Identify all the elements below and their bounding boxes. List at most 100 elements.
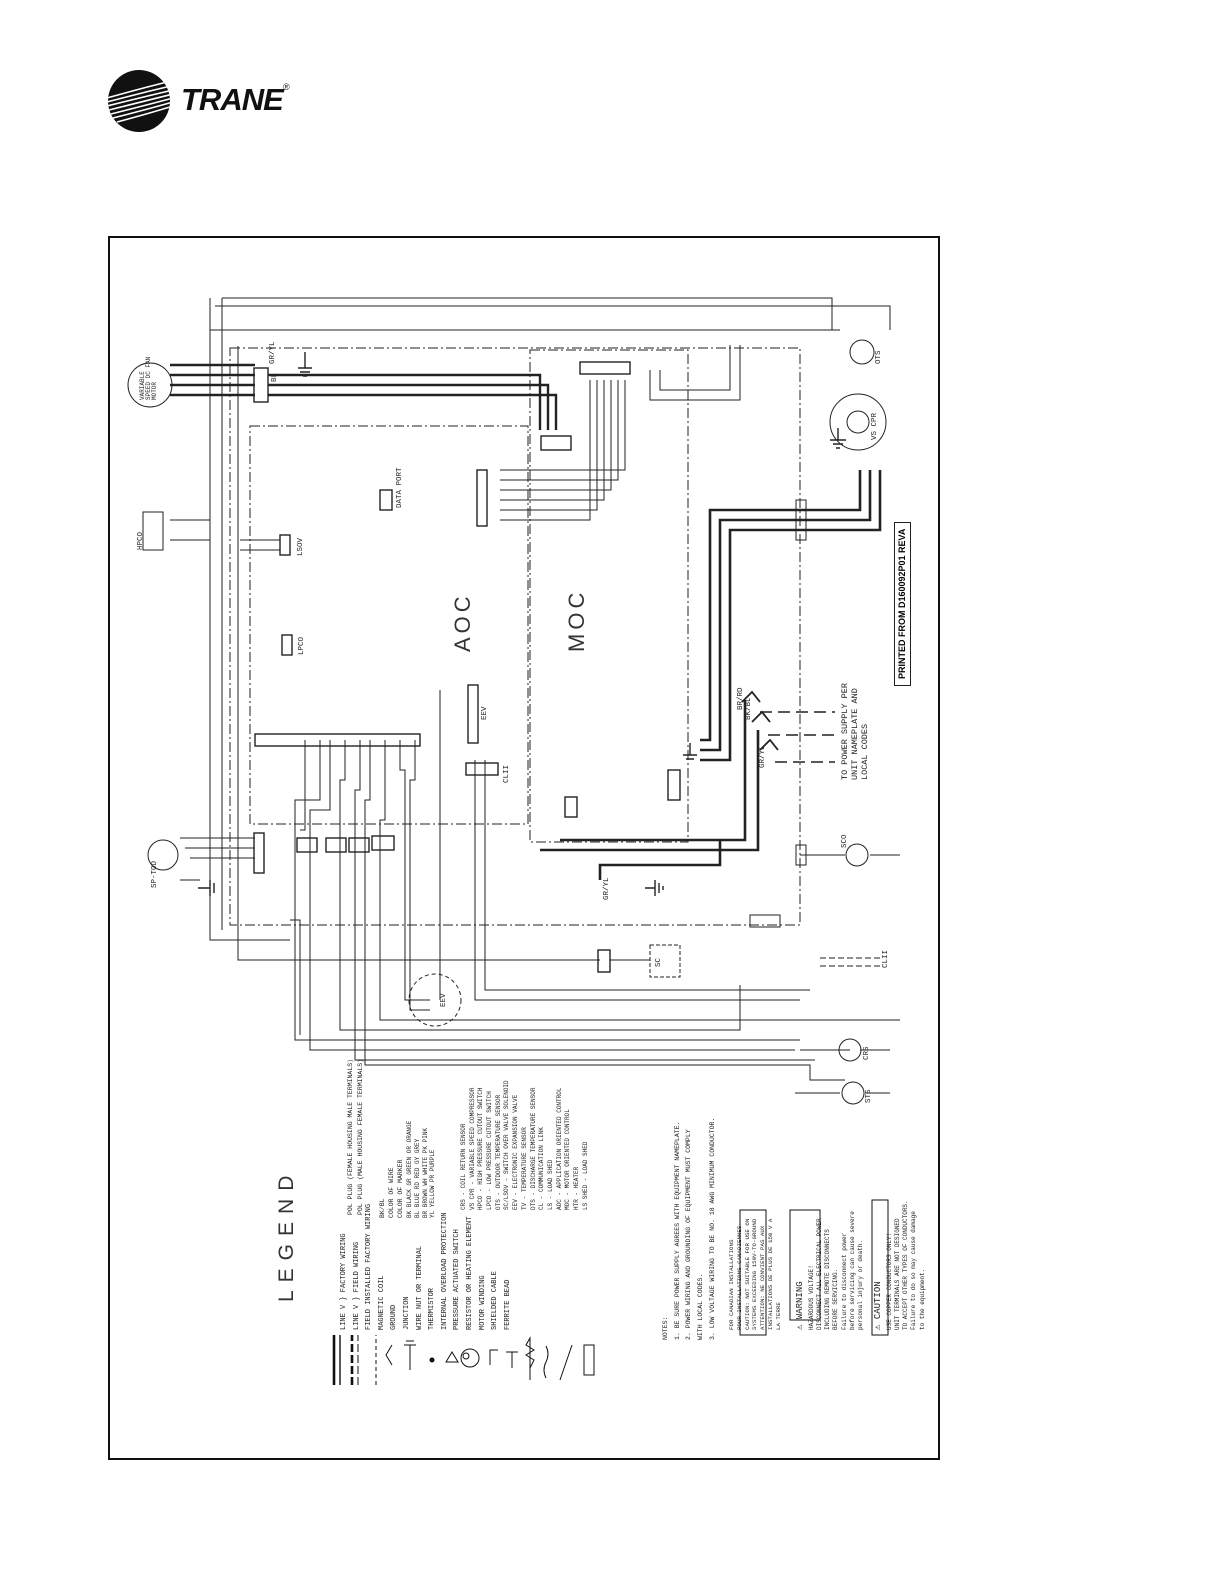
abbreviation-item: MOC - MOTOR ORIENTED CONTROL — [564, 1109, 572, 1210]
eev-coil-label: EEV — [440, 993, 448, 1007]
abbreviation-item: EEV - ELECTRONIC EXPANSION VALVE — [512, 1094, 520, 1210]
vs-cpr-label: VS CPR — [871, 412, 879, 440]
warning-title-text: WARNING — [795, 1281, 805, 1320]
sp-tod-label: SP-TOD — [151, 860, 159, 888]
warning-line: DISCONNECT ALL ELECTRICAL POWER — [816, 1218, 824, 1330]
legend-line-item: THERMISTOR — [428, 1287, 437, 1330]
canadian-note: FOR CANADIAN INSTALLATIONS POUR INSTALLA… — [728, 1219, 783, 1330]
canadian-note-line: FOR CANADIAN INSTALLATIONS — [728, 1239, 735, 1330]
abbreviation-item: LPCO - LOW PRESSURE CUTOUT SWITCH — [486, 1091, 494, 1210]
trane-logo: TRANE ® — [105, 68, 385, 134]
legend-line-item: INTERNAL OVERLOAD PROTECTION — [440, 1212, 449, 1330]
fan-motor-label: VARIABLE SPEED DC FAN MOTOR — [139, 356, 158, 400]
canadian-note-line: SYSTEMS EXCEEDING 150V-TO-GROUND — [751, 1218, 759, 1330]
legend-line-item: FERRITE BEAD — [503, 1279, 512, 1330]
warning-triangle-icon: ⚠ — [795, 1324, 805, 1330]
crs-label: CRS — [863, 1046, 871, 1060]
legend-color-code: BK/BL COLOR OF WIRE COLOR OF MARKER — [378, 1159, 405, 1218]
legend-line-item: MAGNETIC COIL — [377, 1275, 386, 1330]
fan-motor-symbol — [127, 362, 173, 408]
ots-label: OTS — [875, 350, 883, 364]
warning-line: before servicing can cause severe — [848, 1211, 856, 1330]
wire-label: BR/RD — [737, 687, 745, 710]
clii-out-label: CLII — [882, 949, 890, 968]
legend-color-code-item: COLOR OF MARKER — [397, 1159, 405, 1218]
legend-line-item: LINE V } FIELD WIRING — [352, 1241, 361, 1330]
abbreviation-item: DTS - DISCHARGE TEMPERATURE SENSOR — [529, 1087, 537, 1210]
note-item: 2. POWER WIRING AND GROUNDING OF EQUIPME… — [685, 1129, 693, 1340]
legend-color-code-item: BK/BL — [379, 1198, 386, 1218]
moc-label: MOC — [564, 588, 589, 652]
abbreviation-item: TV - TEMPERATURE SENSOR — [520, 1127, 528, 1210]
wiring-diagram-frame — [108, 236, 940, 1460]
legend-abbreviations: CRS - COIL RETURN SENSOR VS CPR - VARIAB… — [460, 1080, 590, 1210]
notes-title: NOTES: — [662, 1316, 669, 1340]
aoc-board-outline — [249, 425, 529, 825]
power-supply-note: TO POWER SUPPLY PER UNIT NAMEPLATE AND L… — [840, 683, 871, 780]
abbreviation-item: LS SHED - LOAD SHED — [581, 1141, 589, 1210]
legend-plugs: POL PLUG (FEMALE HOUSING MALE TERMINALS)… — [346, 1059, 367, 1215]
canadian-note-line: ATTENTION: NE CONVIENT PAS AUX — [759, 1225, 767, 1330]
wire-label: GR/YL — [603, 877, 611, 900]
abbreviation-item: HPCO - HIGH PRESSURE CUTOUT SWITCH — [477, 1087, 485, 1210]
abbreviation-item: AOC - APPLICATION ORIENTED CONTROL — [555, 1087, 563, 1210]
wire-label: GR/YL — [269, 341, 277, 364]
caution-triangle-icon: ⚠ — [873, 1324, 883, 1330]
abbreviation-item: CRS - COIL RETURN SENSOR — [460, 1123, 467, 1210]
brand-name: TRANE — [181, 82, 284, 117]
canadian-note-line: INSTALLATIONS DE PLUS DE 150 V A — [767, 1218, 775, 1330]
legend-title: LEGEND — [275, 1167, 298, 1302]
caution-line: UNIT TERMINALS ARE NOT DESIGNED — [894, 1218, 902, 1330]
abbreviation-item: LS - LOAD SHED — [546, 1159, 554, 1210]
legend-line-item: MOTOR WINDING — [478, 1275, 487, 1330]
wire-label: BL — [271, 372, 279, 382]
sco-label: SCO — [841, 834, 849, 848]
abbreviation-item: OTS - OUTDOOR TEMPERATURE SENSOR — [494, 1094, 502, 1210]
legend-color-item: BL BLUE RD RED GY GREY — [413, 1138, 421, 1218]
eev-label: EEV — [481, 706, 489, 720]
caution-line: to the equipment. — [918, 1268, 926, 1330]
hpco-label: HPCO — [137, 531, 145, 550]
warning-box: ⚠ WARNING HAZARDOUS VOLTAGE! DISCONNECT … — [794, 1211, 865, 1330]
moc-board-outline — [529, 349, 689, 843]
abbreviation-item: CL - COMMUNICATION LINK — [538, 1127, 546, 1210]
warning-line: BEFORE SERVICING. — [832, 1268, 840, 1330]
power-supply-line: TO POWER SUPPLY PER — [840, 683, 850, 780]
legend-line-item: PRESSURE ACTUATED SWITCH — [453, 1229, 462, 1330]
trane-globe-icon — [108, 70, 170, 132]
legend-line-item: SHIELDED CABLE — [491, 1271, 500, 1330]
aoc-label: AOC — [450, 592, 475, 652]
legend-colors: BK BLACK GR GREEN OR ORANGE BL BLUE RD R… — [406, 1121, 437, 1218]
warning-title: ⚠ WARNING — [794, 1211, 806, 1330]
caution-title-text: CAUTION — [873, 1281, 883, 1320]
caution-line: USE COPPER CONDUCTORS ONLY! — [886, 1232, 894, 1330]
sts-label: STS — [865, 1089, 873, 1103]
wire-label: BK/BL — [745, 697, 753, 720]
lsov-label: LSOV — [297, 537, 305, 556]
notes: NOTES: 1. BE SURE POWER SUPPLY AGREES WI… — [660, 1118, 718, 1340]
warning-line: INCLUDING REMOTE DISCONNECTS — [824, 1229, 832, 1330]
legend-lines: LINE V } FACTORY WIRING LINE V } FIELD W… — [338, 1204, 514, 1330]
abbreviation-item: VS CPR - VARIABLE SPEED COMPRESSOR — [468, 1087, 476, 1210]
warning-line: personal injury or death. — [856, 1239, 864, 1330]
legend-color-code-item: COLOR OF WIRE — [388, 1167, 396, 1218]
legend-color-item: BK BLACK GR GREEN OR ORANGE — [406, 1120, 413, 1218]
legend-line-item: GROUND — [390, 1304, 399, 1330]
caution-line: Failure to do so may cause damage — [910, 1211, 918, 1330]
note-item: WITH LOCAL CODES. — [697, 1273, 705, 1340]
legend-line-item: LINE V } FACTORY WIRING — [340, 1233, 348, 1330]
legend-line-item: JUNCTION — [402, 1296, 411, 1330]
printed-from-label: PRINTED FROM D160092P01 REVA — [894, 521, 911, 686]
abbreviation-item: SC/LSOV - SWITCH OVER VALVE SOLENOID — [503, 1080, 511, 1210]
wire-label: GR/YL — [759, 745, 767, 768]
canadian-note-line: POUR INSTALLATIONS CANADIENNES — [735, 1225, 743, 1330]
clii-label: CLII — [503, 764, 511, 783]
warning-line: HAZARDOUS VOLTAGE! — [808, 1265, 816, 1330]
canadian-note-line: LA TERRE — [774, 1302, 782, 1330]
sc-label: SC — [655, 957, 663, 967]
data-port-label: DATA PORT — [396, 467, 404, 508]
lpco-label: LPCO — [298, 636, 306, 655]
legend-line-item: WIRE NUT OR TERMINAL — [415, 1245, 424, 1330]
caution-line: TO ACCEPT OTHER TYPES OF CONDUCTORS. — [902, 1200, 910, 1330]
canadian-note-line: CAUTION: NOT SUITABLE FOR USE ON — [743, 1218, 751, 1330]
